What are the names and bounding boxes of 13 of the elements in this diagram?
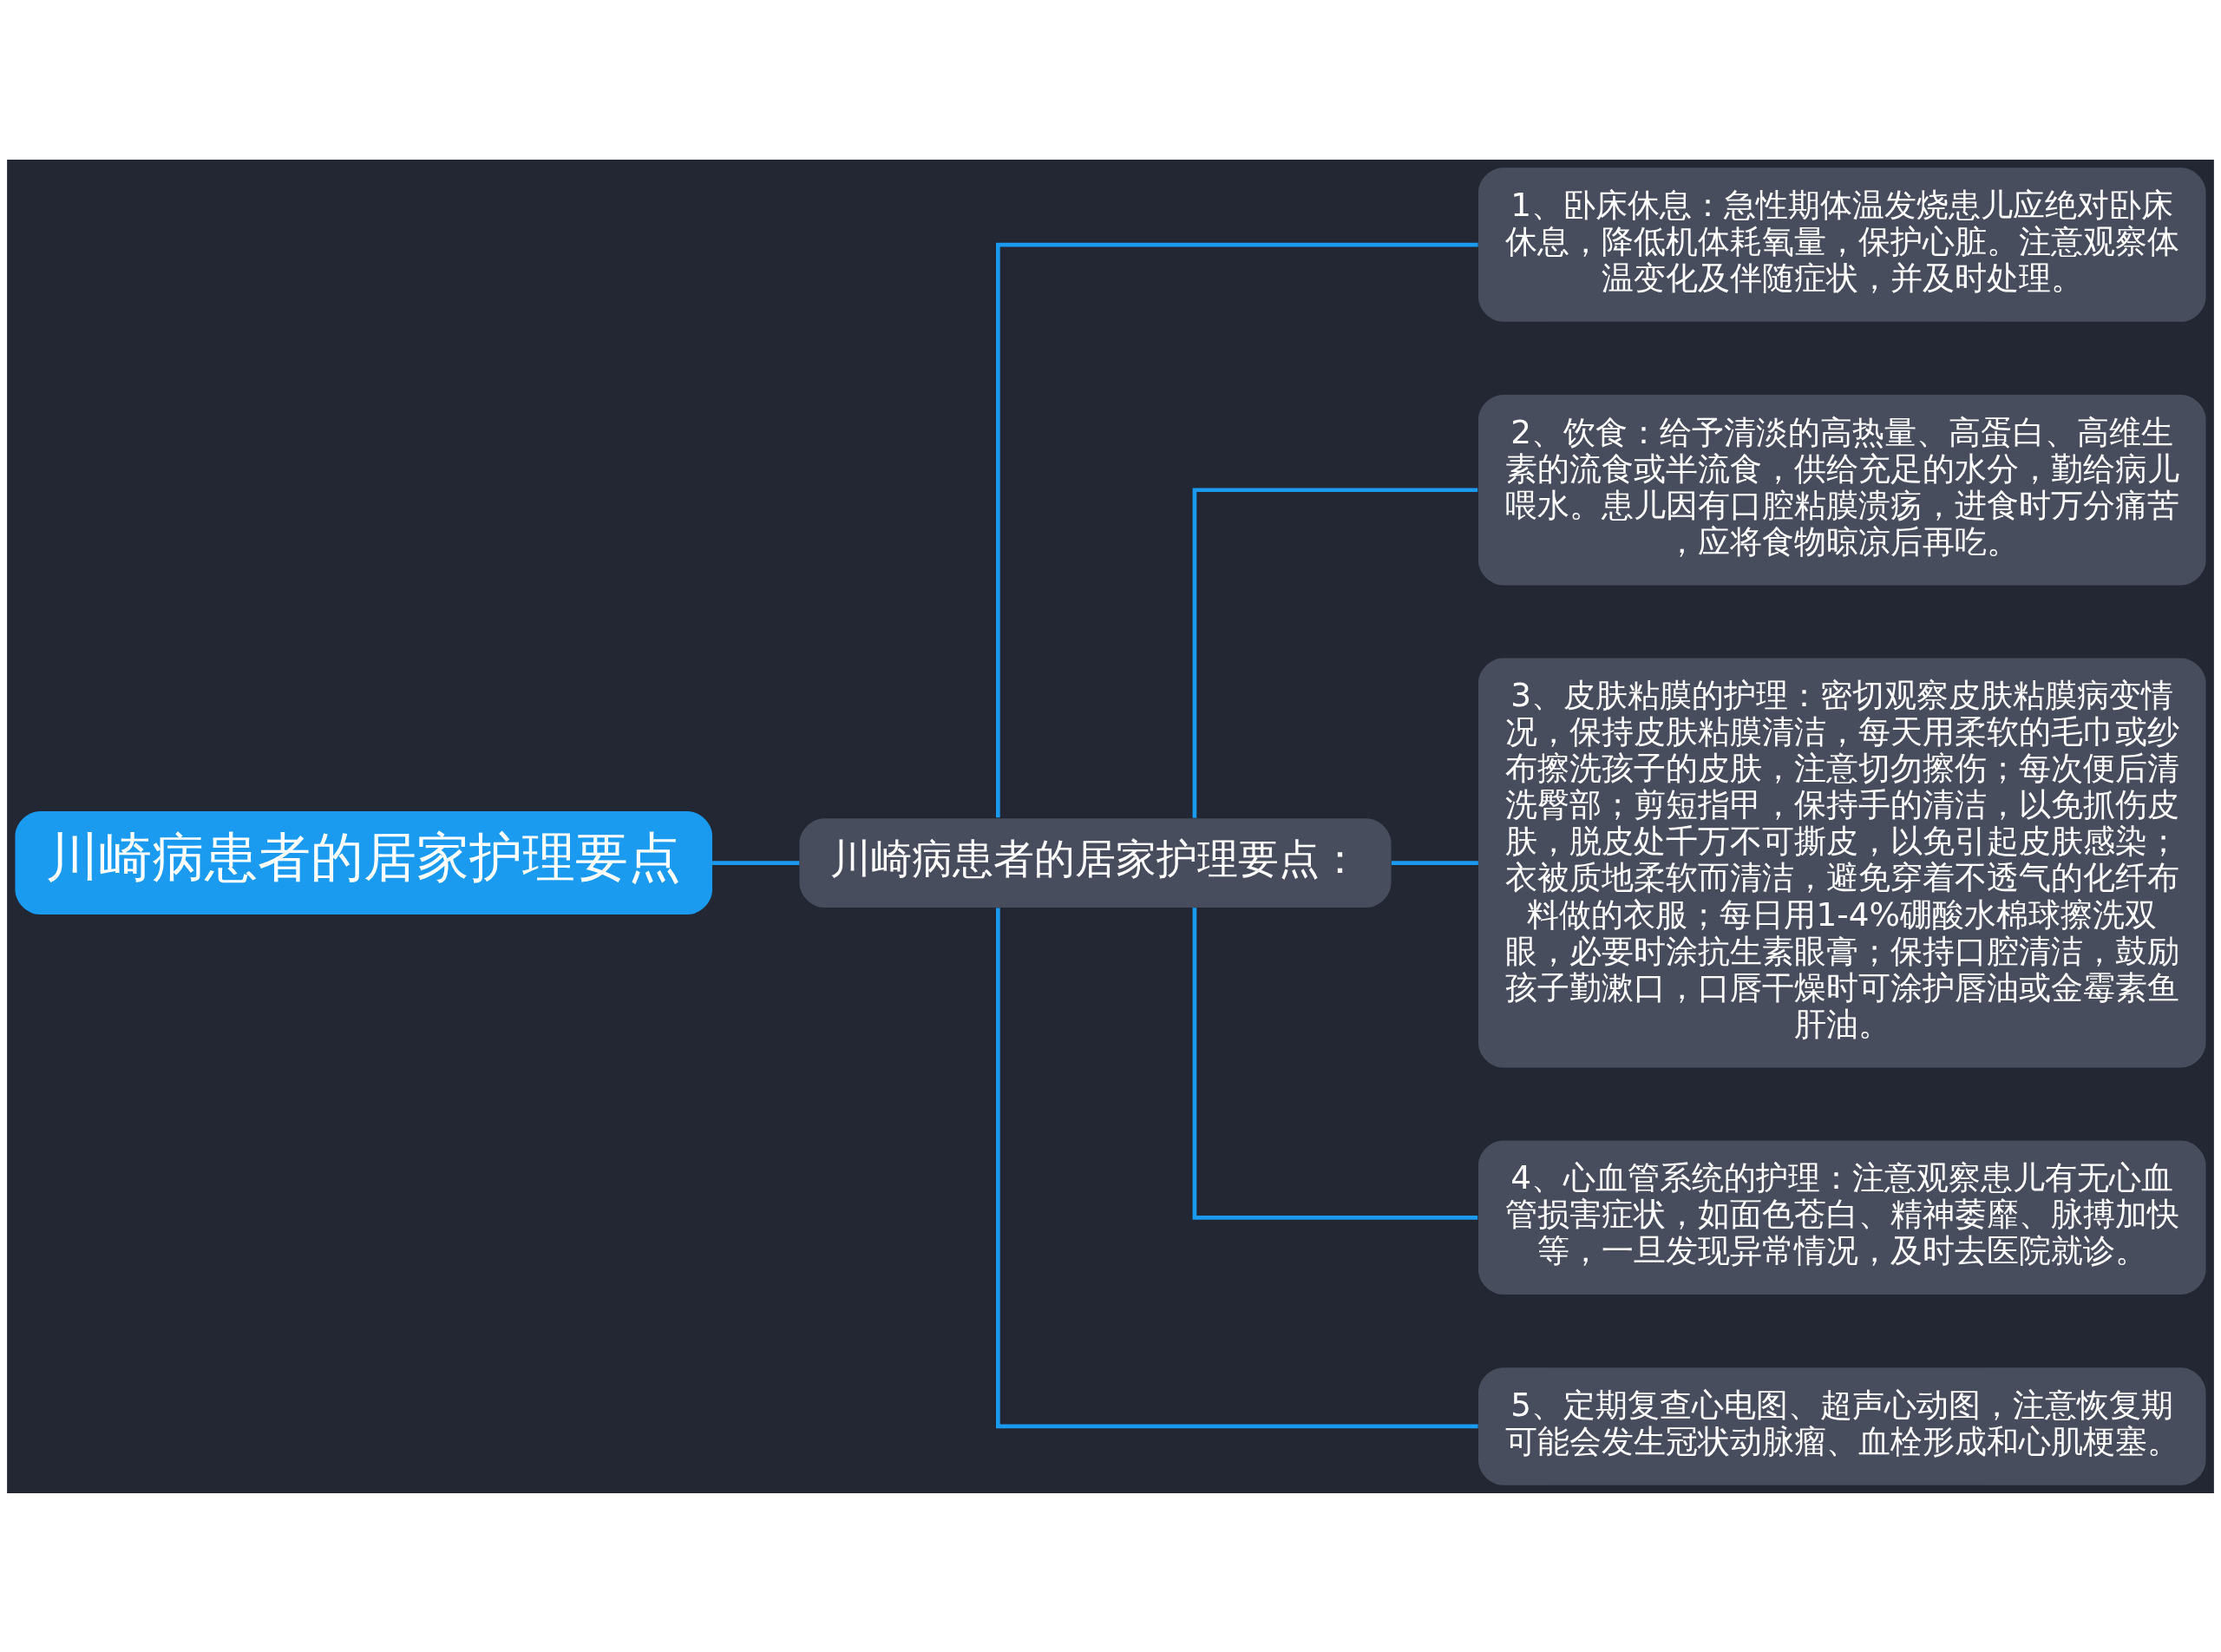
node-box: 2、饮食：给予清淡的高热量、高蛋白、高维生素的流食或半流食，供给充足的水分，勤给病儿喂水。患儿因有口腔粘膜溃疡，进食时万分痛苦，应将食物晾凉后再吃。 bbox=[1477, 394, 2206, 586]
connector bbox=[1391, 860, 1478, 865]
node-box: 4、心血管系统的护理：注意观察患儿有无心血管损害症状，如面色苍白、精神萎靡、脉搏加快等，一旦发现异常情况，及时去医院就诊。 bbox=[1477, 1140, 2206, 1295]
connector bbox=[712, 860, 800, 865]
connector bbox=[996, 908, 1478, 1428]
node-box: 5、定期复查心电图、超声心动图，注意恢复期可能会发生冠状动脉瘤、血栓形成和心肌梗塞。 bbox=[1477, 1367, 2206, 1485]
node-box: 1、卧床休息：急性期体温发烧患儿应绝对卧床休息，降低机体耗氧量，保护心脏。注意观察体温变化及伴随症状，并及时处理。 bbox=[1477, 167, 2206, 322]
node-box: 川崎病患者的居家护理要点： bbox=[799, 817, 1392, 908]
connector bbox=[996, 242, 1478, 817]
node-box: 川崎病患者的居家护理要点 bbox=[15, 810, 712, 914]
connector bbox=[1192, 487, 1478, 818]
connector bbox=[1192, 907, 1478, 1220]
node-box: 3、皮肤粘膜的护理：密切观察皮肤粘膜病变情况，保持皮肤粘膜清洁，每天用柔软的毛巾或纱布擦洗孩子的皮肤，注意切勿擦伤；每次便后清洗臀部；剪短指甲，保持手的清洁，以免抓伤皮肤，脱皮处千万不可撕皮，以免引起皮肤感染；衣被质地柔软而清洁，避免穿着不透气的化纤布料做的衣服；每日用1-4%硼酸水棉球擦洗双眼，必要时涂抗生素眼膏；保持口腔清洁，鼓励孩子勤漱口，口唇干燥时可涂护唇油或金霉素鱼肝油。 bbox=[1477, 658, 2206, 1067]
